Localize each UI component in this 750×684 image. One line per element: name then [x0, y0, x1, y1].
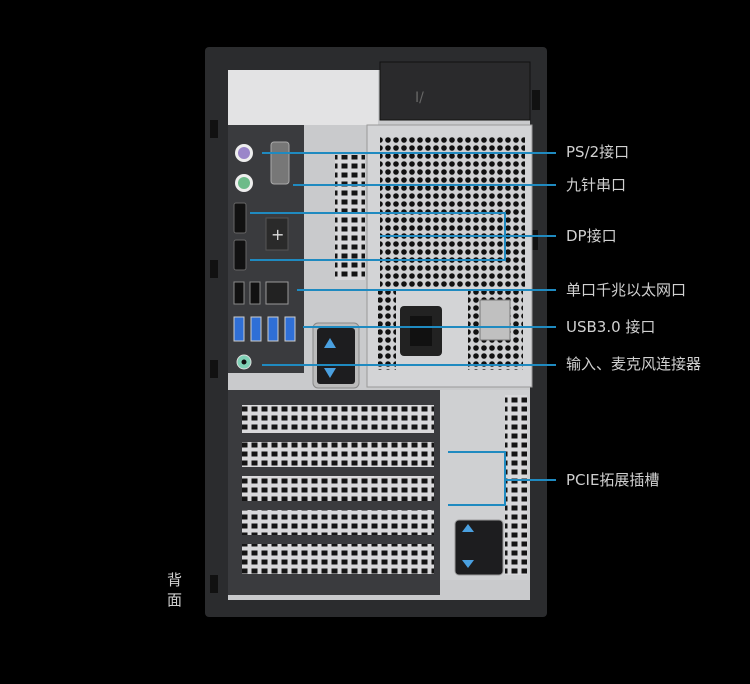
label-dp: DP接口: [566, 227, 617, 245]
rear-view-char: 背: [167, 571, 183, 589]
handle-bay: [379, 61, 531, 121]
ethernet-port: [265, 281, 289, 305]
label-audio: 输入、麦克风连接器: [566, 355, 702, 373]
label-serial: 九针串口: [566, 176, 627, 194]
svg-text:+: +: [271, 225, 284, 244]
label-ethernet: 单口千兆以太网口: [566, 281, 687, 299]
rear-view-label: 背 面: [167, 570, 185, 610]
label-pcie: PCIE拓展插槽: [566, 471, 660, 489]
svg-text:I/: I/: [415, 90, 424, 106]
rear-view-char: 面: [167, 591, 183, 609]
callout-lines: [250, 152, 556, 506]
serial-port: [270, 141, 290, 185]
dp-port: [233, 202, 247, 234]
label-ps2: PS/2接口: [566, 143, 630, 161]
label-usb: USB3.0 接口: [566, 318, 656, 336]
usb3-ports: [233, 316, 296, 342]
